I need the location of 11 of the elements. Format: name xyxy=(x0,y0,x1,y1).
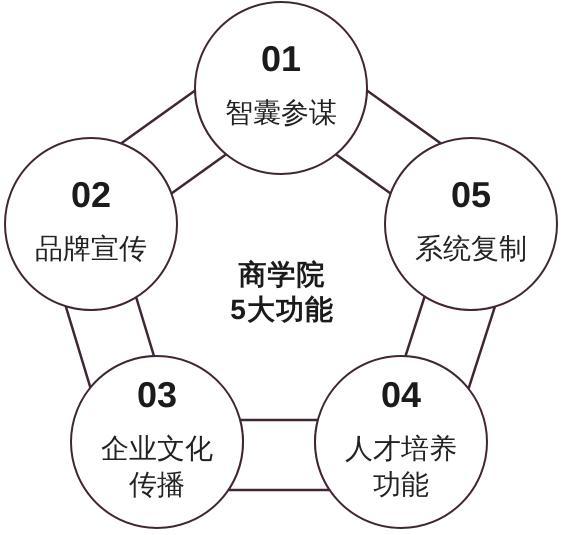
step-number: 05 xyxy=(450,175,492,215)
step-number: 02 xyxy=(70,175,112,215)
function-label: 智囊参谋 xyxy=(225,95,337,131)
function-label: 人才培养功能 xyxy=(344,431,458,503)
step-number: 01 xyxy=(260,39,302,79)
function-label: 企业文化传播 xyxy=(100,431,214,503)
function-label: 系统复制 xyxy=(415,231,527,267)
step-number: 04 xyxy=(380,375,422,415)
function-label: 品牌宣传 xyxy=(35,231,147,267)
step-number: 03 xyxy=(136,375,178,415)
center-title: 商学院5大功能 xyxy=(230,258,334,327)
